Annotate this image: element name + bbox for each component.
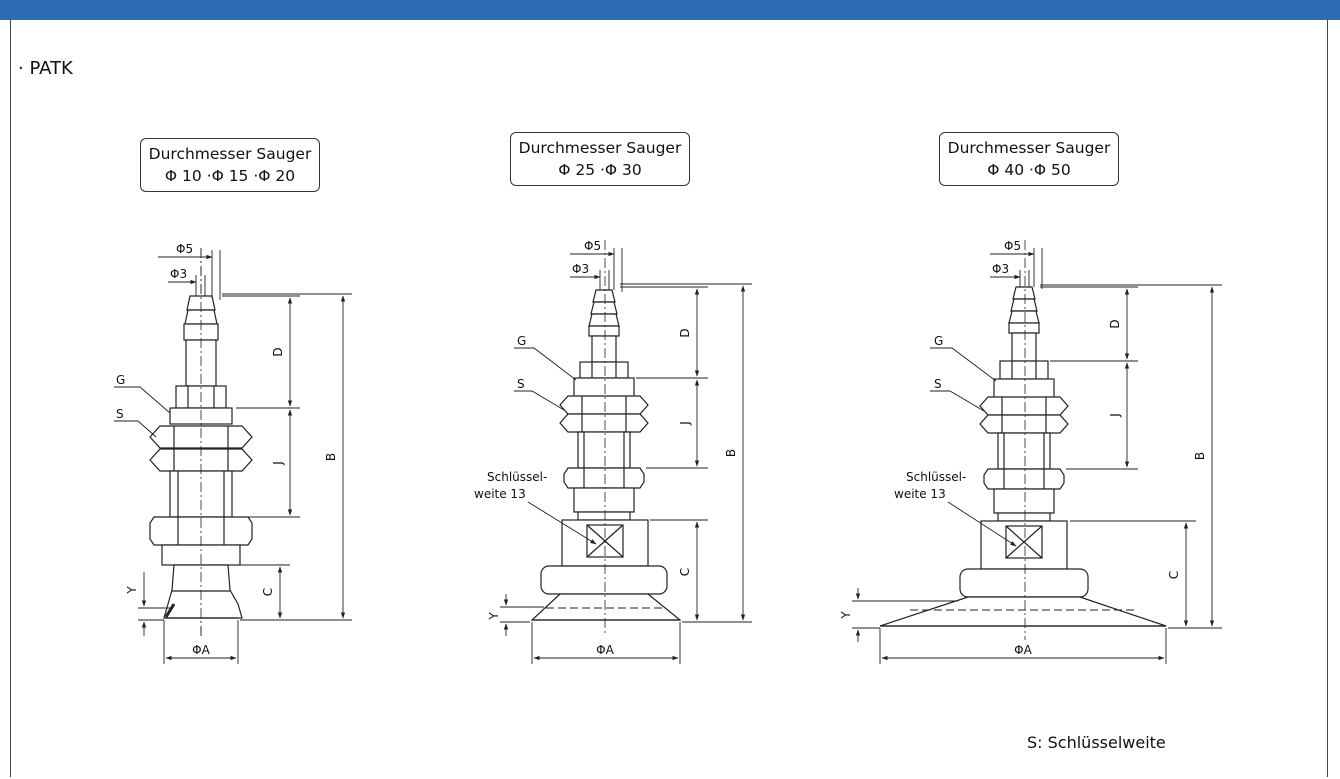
- variant-2-label-g: G: [517, 334, 526, 348]
- variant-3-dim-phia: ΦA: [1014, 643, 1032, 657]
- variant-1-dim-d: D: [271, 347, 285, 356]
- variant-2-dim-j: J: [678, 421, 692, 426]
- drawing-frame: [10, 20, 1328, 777]
- variant-2-size-box: Durchmesser Sauger Φ 25 ·Φ 30: [510, 132, 690, 186]
- variant-1-dim-y: Y: [125, 586, 139, 595]
- variant-3-wrench-label-2: weite 13: [894, 487, 946, 501]
- variant-3-dim-phi3: Φ3: [992, 262, 1009, 276]
- variant-3-dim-y: Y: [839, 611, 853, 620]
- variant-3-dim-j: J: [1108, 413, 1122, 418]
- variant-3-box-sizes: Φ 40 ·Φ 50: [987, 161, 1071, 179]
- variant-2-label-s: S: [517, 377, 525, 391]
- variant-1-box-title: Durchmesser Sauger: [148, 145, 312, 163]
- variant-2-box-title: Durchmesser Sauger: [518, 139, 682, 157]
- variant-1-label-s: S: [116, 407, 124, 421]
- variant-3-box-title: Durchmesser Sauger: [947, 139, 1111, 157]
- variant-1-dim-phia: ΦA: [192, 643, 210, 657]
- variant-1-drawing: Φ5 Φ3 G S D J B C Y: [114, 242, 352, 664]
- variant-2-wrench-label-1: Schlüssel-: [487, 470, 547, 484]
- variant-1-dim-j: J: [271, 461, 285, 466]
- variant-3-dim-phi5: Φ5: [1004, 239, 1021, 253]
- variant-2-dim-phia: ΦA: [596, 643, 614, 657]
- top-accent-bar: [0, 0, 1340, 20]
- variant-2-drawing: Φ5 Φ3 G S Schlüssel- weite 13 D J B C: [474, 239, 752, 664]
- variant-2-dim-d: D: [678, 328, 692, 337]
- variant-2-dim-phi5: Φ5: [584, 239, 601, 253]
- variant-3-dim-c: C: [1167, 571, 1181, 579]
- variant-1-dim-b: B: [324, 453, 338, 461]
- section-heading: · PATK: [18, 58, 73, 79]
- variant-3-label-g: G: [934, 334, 943, 348]
- variant-1-dim-phi3: Φ3: [170, 267, 187, 281]
- variant-2-dim-c: C: [678, 568, 692, 576]
- variant-2-dim-phi3: Φ3: [572, 262, 589, 276]
- variant-2-wrench-label-2: weite 13: [474, 487, 526, 501]
- variant-2-box-sizes: Φ 25 ·Φ 30: [558, 161, 642, 179]
- variant-1-size-box: Durchmesser Sauger Φ 10 ·Φ 15 ·Φ 20: [140, 138, 320, 192]
- variant-2-dim-b: B: [724, 449, 738, 457]
- variant-3-drawing: Φ5 Φ3 G S Schlüssel- weite 13 D J B C: [839, 239, 1222, 664]
- variant-1-box-sizes: Φ 10 ·Φ 15 ·Φ 20: [164, 167, 296, 185]
- legend-wrench-size: S: Schlüsselweite: [1027, 733, 1166, 752]
- variant-3-dim-b: B: [1193, 452, 1207, 460]
- variant-2-dim-y: Y: [487, 612, 501, 621]
- variant-3-wrench-label-1: Schlüssel-: [906, 470, 966, 484]
- variant-3-label-s: S: [934, 377, 942, 391]
- variant-3-dim-d: D: [1108, 319, 1122, 328]
- variant-3-size-box: Durchmesser Sauger Φ 40 ·Φ 50: [939, 132, 1119, 186]
- variant-1-dim-c: C: [261, 588, 275, 596]
- variant-1-label-g: G: [116, 373, 125, 387]
- variant-1-dim-phi5: Φ5: [176, 242, 193, 256]
